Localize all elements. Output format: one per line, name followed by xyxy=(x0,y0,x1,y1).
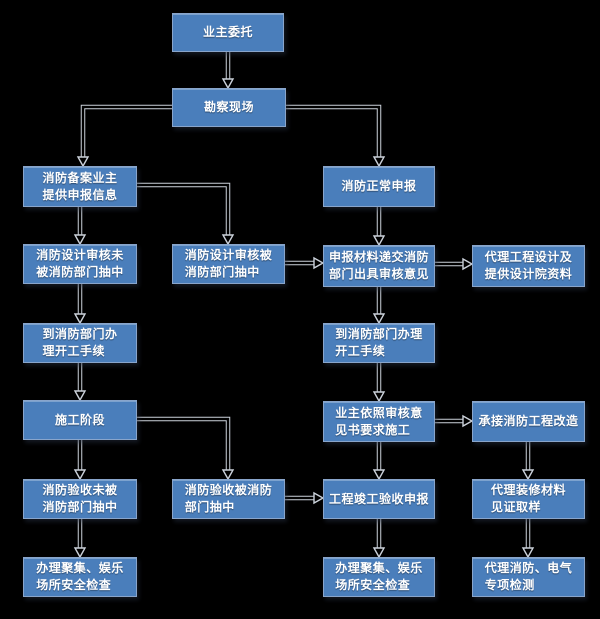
node-completion-acceptance-label: 工程竣工验收申报 xyxy=(328,491,429,506)
node-design-review-not-selected-label: 消防设计审核未 被消防部门抽中 xyxy=(36,248,124,279)
node-acceptance-selected: 消防验收被消防 部门抽中 xyxy=(172,479,285,519)
connector-construction-phase-to-acceptance-selected xyxy=(137,416,235,481)
node-undertake-renovation-label: 承接消防工程改造 xyxy=(478,414,579,428)
connector-undertake-renovation-to-material-sampling xyxy=(521,442,535,481)
node-normal-declaration: 消防正常申报 xyxy=(323,166,435,207)
connector-submit-materials-to-start-work-right xyxy=(372,287,386,325)
node-safety-check-right-label: 办理聚集、娱乐 场所安全检查 xyxy=(335,561,423,592)
node-record-owner-info: 消防备案业主 提供申报信息 xyxy=(23,166,137,207)
connector-acceptance-selected-to-completion-acceptance xyxy=(285,491,325,505)
node-record-owner-info-label: 消防备案业主 提供申报信息 xyxy=(42,170,118,202)
node-design-review-selected: 消防设计审核被 消防部门抽中 xyxy=(172,244,285,284)
connector-site-survey-to-record-owner-info xyxy=(76,104,172,168)
node-owner-entrust-label: 业主委托 xyxy=(202,25,253,39)
connector-construct-per-opinion-to-undertake-renovation xyxy=(435,414,474,428)
node-site-survey: 勘察现场 xyxy=(172,88,286,127)
node-acceptance-selected-label: 消防验收被消防 部门抽中 xyxy=(184,483,273,514)
connector-submit-materials-to-agency-design xyxy=(435,257,474,271)
connector-site-survey-to-normal-declaration xyxy=(286,104,386,168)
connector-construction-phase-to-acceptance-not-selected xyxy=(73,440,87,481)
connector-design-review-selected-to-submit-materials xyxy=(285,256,325,270)
node-material-sampling: 代理装修材料 见证取样 xyxy=(472,479,585,519)
node-owner-entrust: 业主委托 xyxy=(172,13,284,52)
node-start-work-left-label: 到消防部门办 理开工手续 xyxy=(42,327,118,358)
connector-completion-acceptance-to-safety-check-right xyxy=(372,519,386,559)
node-start-work-left: 到消防部门办 理开工手续 xyxy=(23,323,137,363)
node-construction-phase-label: 施工阶段 xyxy=(54,412,105,427)
connector-normal-declaration-to-submit-materials xyxy=(372,207,386,247)
connector-start-work-left-to-construction-phase xyxy=(73,363,87,402)
node-site-survey-label: 勘察现场 xyxy=(203,100,254,114)
node-safety-check-right: 办理聚集、娱乐 场所安全检查 xyxy=(323,557,435,597)
node-design-review-selected-label: 消防设计审核被 消防部门抽中 xyxy=(184,248,273,279)
node-acceptance-not-selected: 消防验收未被 消防部门抽中 xyxy=(23,479,137,519)
node-agency-design-label: 代理工程设计及 提供设计院资料 xyxy=(484,250,573,281)
node-submit-materials: 申报材料递交消防 部门出具审核意见 xyxy=(323,245,435,287)
connector-record-owner-info-to-design-review-selected xyxy=(137,182,235,246)
node-construction-phase: 施工阶段 xyxy=(23,400,137,440)
node-construct-per-opinion-label: 业主依照审核意 见书要求施工 xyxy=(335,405,423,437)
node-acceptance-not-selected-label: 消防验收未被 消防部门抽中 xyxy=(42,483,118,514)
connector-construct-per-opinion-to-completion-acceptance xyxy=(372,442,386,481)
connector-material-sampling-to-fire-electrical-testing xyxy=(521,519,535,559)
connector-record-owner-info-to-design-review-not-selected xyxy=(73,207,87,246)
node-fire-electrical-testing: 代理消防、电气 专项检测 xyxy=(472,557,585,597)
node-construct-per-opinion: 业主依照审核意 见书要求施工 xyxy=(323,401,435,442)
node-normal-declaration-label: 消防正常申报 xyxy=(341,179,417,193)
node-undertake-renovation: 承接消防工程改造 xyxy=(472,401,585,442)
node-agency-design: 代理工程设计及 提供设计院资料 xyxy=(472,245,585,287)
node-design-review-not-selected: 消防设计审核未 被消防部门抽中 xyxy=(23,244,137,284)
node-start-work-right: 到消防部门办理 开工手续 xyxy=(323,323,435,363)
connector-acceptance-not-selected-to-safety-check-left xyxy=(73,518,87,559)
node-submit-materials-label: 申报材料递交消防 部门出具审核意见 xyxy=(328,250,429,281)
connector-design-review-not-selected-to-start-work-left xyxy=(73,284,87,325)
node-start-work-right-label: 到消防部门办理 开工手续 xyxy=(335,327,423,358)
node-material-sampling-label: 代理装修材料 见证取样 xyxy=(490,483,566,514)
node-fire-electrical-testing-label: 代理消防、电气 专项检测 xyxy=(484,561,573,592)
connector-owner-entrust-to-site-survey xyxy=(221,52,235,90)
node-completion-acceptance: 工程竣工验收申报 xyxy=(323,479,435,519)
node-safety-check-left-label: 办理聚集、娱乐 场所安全检查 xyxy=(36,561,124,592)
node-safety-check-left: 办理聚集、娱乐 场所安全检查 xyxy=(23,557,137,597)
connector-start-work-right-to-construct-per-opinion xyxy=(372,363,386,403)
